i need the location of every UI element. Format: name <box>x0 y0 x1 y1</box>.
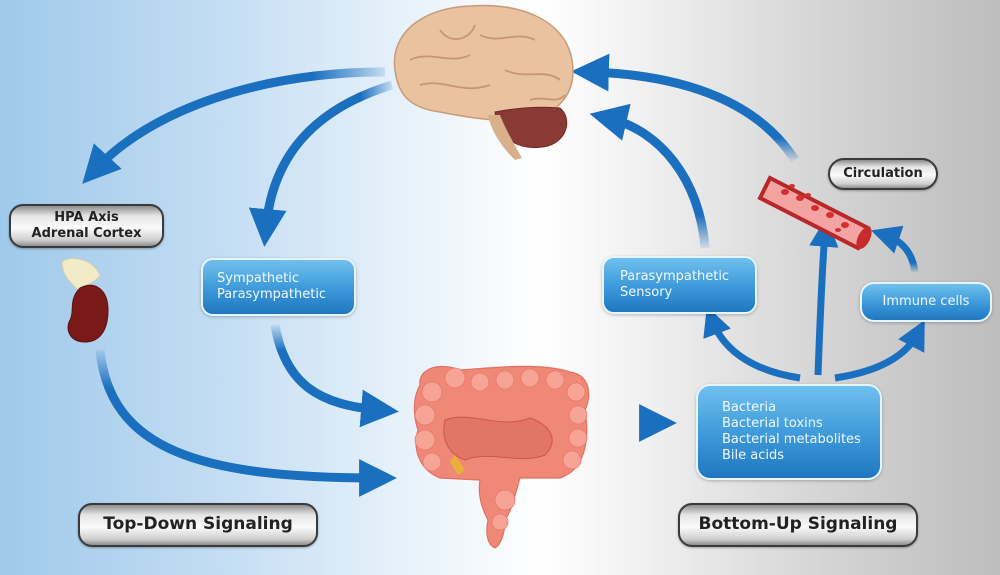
arrow-sensory-to-brain <box>589 103 710 249</box>
microbial-item: Bile acids <box>722 448 785 464</box>
microbial-item: Bacteria <box>722 399 777 415</box>
microbial-factors-box: Bacteria Bacterial toxins Bacterial meta… <box>696 384 882 480</box>
immune-cells-text: Immune cells <box>882 293 970 309</box>
arrow-brain-to-sympathetic <box>248 80 394 247</box>
arrow-sympathetic-to-intestine <box>270 324 399 428</box>
sympathetic-line-1: Sympathetic <box>217 270 300 286</box>
top-down-signaling-label: Top-Down Signaling <box>78 503 318 547</box>
blood-vessel-illustration <box>757 175 872 251</box>
brain-illustration <box>393 4 574 160</box>
hpa-axis-line-1: HPA Axis <box>54 209 119 225</box>
bottom-up-signaling-label: Bottom-Up Signaling <box>678 503 918 547</box>
adrenal-kidney-illustration <box>61 258 109 343</box>
arrow-brain-to-hpa <box>82 67 386 184</box>
sensory-line-1: Parasympathetic <box>620 268 730 284</box>
sympathetic-parasympathetic-box: Sympathetic Parasympathetic <box>201 258 356 316</box>
arrow-circulation-to-brain <box>571 53 799 163</box>
intestine-illustration <box>413 365 590 549</box>
arrow-bacteria-to-circulation <box>809 217 839 376</box>
immune-cells-box: Immune cells <box>860 282 992 322</box>
arrow-immune-to-circulation <box>871 225 919 273</box>
sympathetic-line-2: Parasympathetic <box>217 287 327 302</box>
microbial-item: Bacterial metabolites <box>722 432 861 447</box>
sensory-line-2: Sensory <box>620 285 673 300</box>
circulation-label: Circulation <box>828 158 938 190</box>
bottom-up-text: Bottom-Up Signaling <box>698 514 898 535</box>
top-down-text: Top-Down Signaling <box>103 514 293 535</box>
hpa-axis-line-2: Adrenal Cortex <box>31 226 142 241</box>
arrow-bacteria-to-sensory <box>703 306 801 382</box>
hpa-axis-label: HPA Axis Adrenal Cortex <box>9 204 164 248</box>
microbial-item: Bacterial toxins <box>722 415 823 431</box>
circulation-text: Circulation <box>843 165 923 181</box>
arrow-bacteria-to-immune <box>834 319 925 382</box>
arrow-adrenal-to-intestine <box>95 349 397 497</box>
parasympathetic-sensory-box: Parasympathetic Sensory <box>602 256 757 314</box>
